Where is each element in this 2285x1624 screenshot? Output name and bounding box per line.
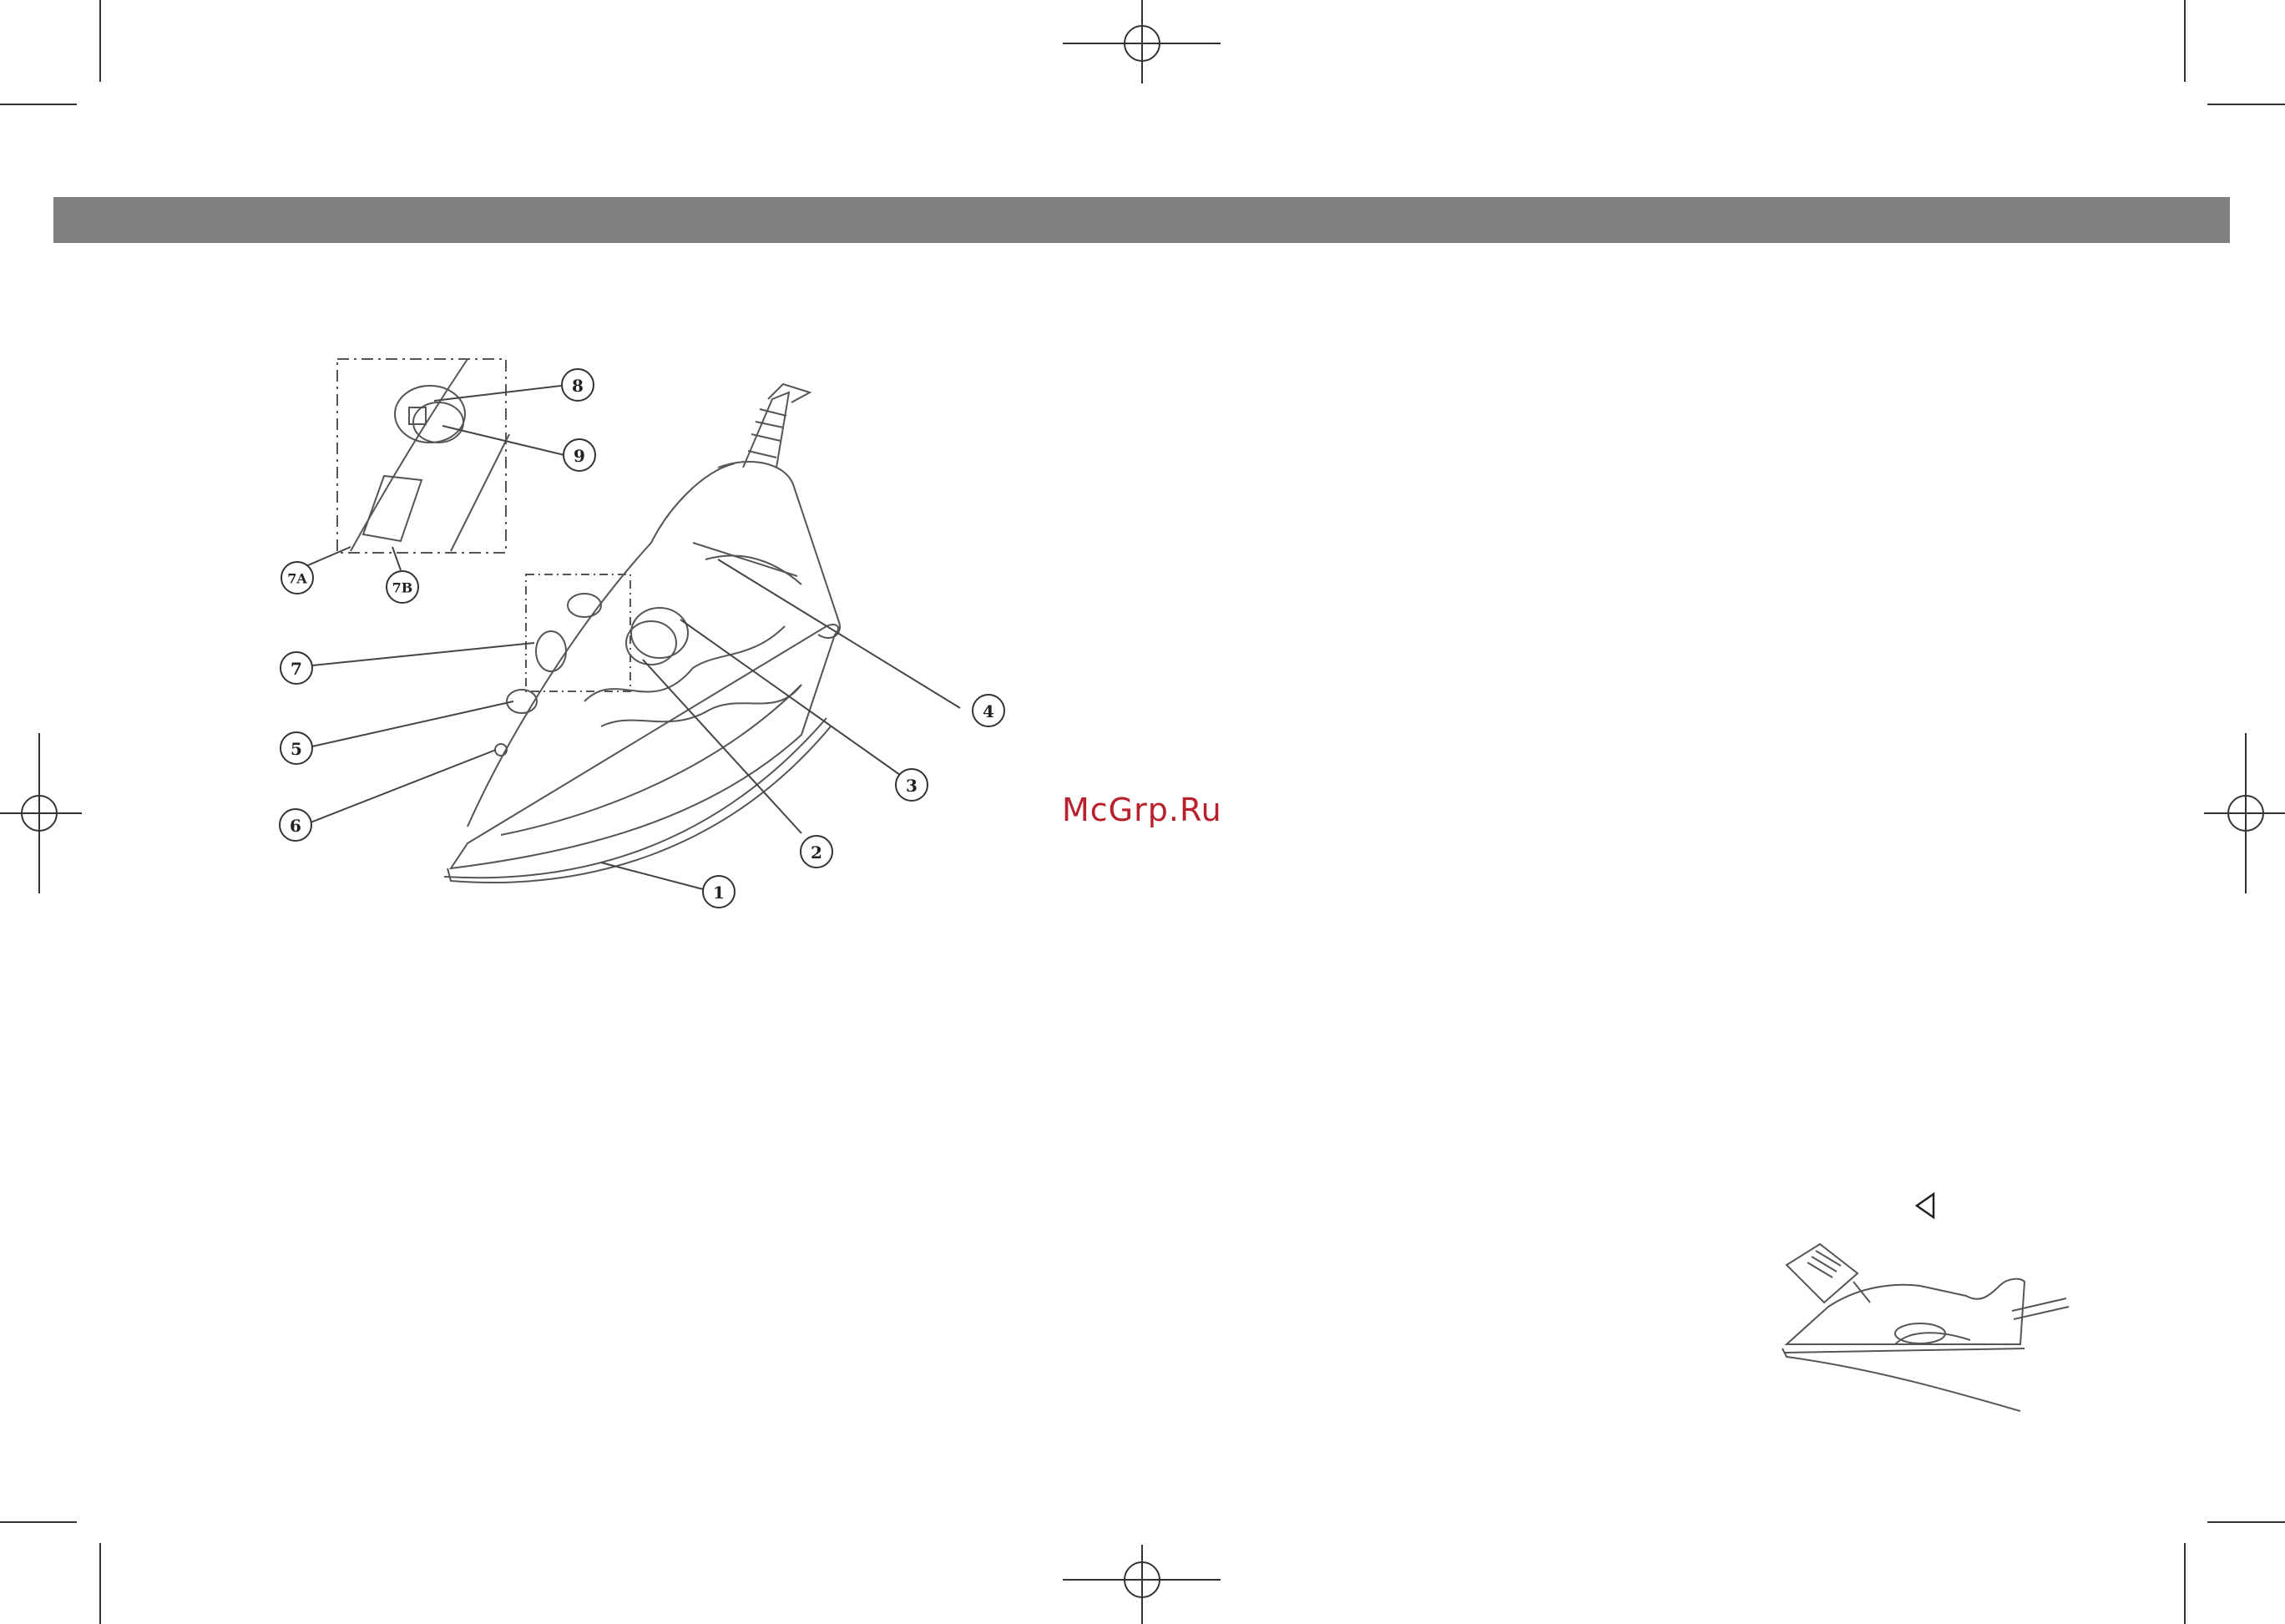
- iron-illustration: [337, 359, 840, 883]
- cord-guard: [743, 392, 789, 468]
- registration-mark-right: [2204, 733, 2285, 893]
- callout-2: 2: [811, 842, 822, 863]
- callout-1: 1: [713, 883, 725, 903]
- small-iron-illustration: [1782, 1244, 2069, 1411]
- registration-mark-top: [1063, 0, 1221, 83]
- inset-box: [337, 359, 506, 553]
- small-iron-tag: [1787, 1244, 1858, 1303]
- callout-6: 6: [290, 816, 301, 836]
- callout-7a: 7A: [287, 571, 307, 587]
- triangle-left-icon: [1913, 1191, 1937, 1221]
- callout-5: 5: [291, 739, 302, 759]
- callout-4: 4: [983, 701, 994, 721]
- registration-mark-left: [0, 733, 82, 893]
- callout-9: 9: [574, 446, 585, 466]
- temperature-dial: [631, 608, 688, 658]
- small-iron-body: [1787, 1279, 2025, 1344]
- registration-mark-bottom: [1063, 1545, 1221, 1624]
- callout-labels: 8 9 7A 7B 7 5 6 1 2 3 4: [287, 376, 994, 903]
- callout-3: 3: [906, 776, 918, 796]
- callout-8: 8: [572, 376, 584, 396]
- callout-7: 7: [291, 659, 302, 679]
- watermark-text: McGrp.Ru: [1062, 792, 1222, 828]
- callout-7b: 7B: [392, 580, 413, 596]
